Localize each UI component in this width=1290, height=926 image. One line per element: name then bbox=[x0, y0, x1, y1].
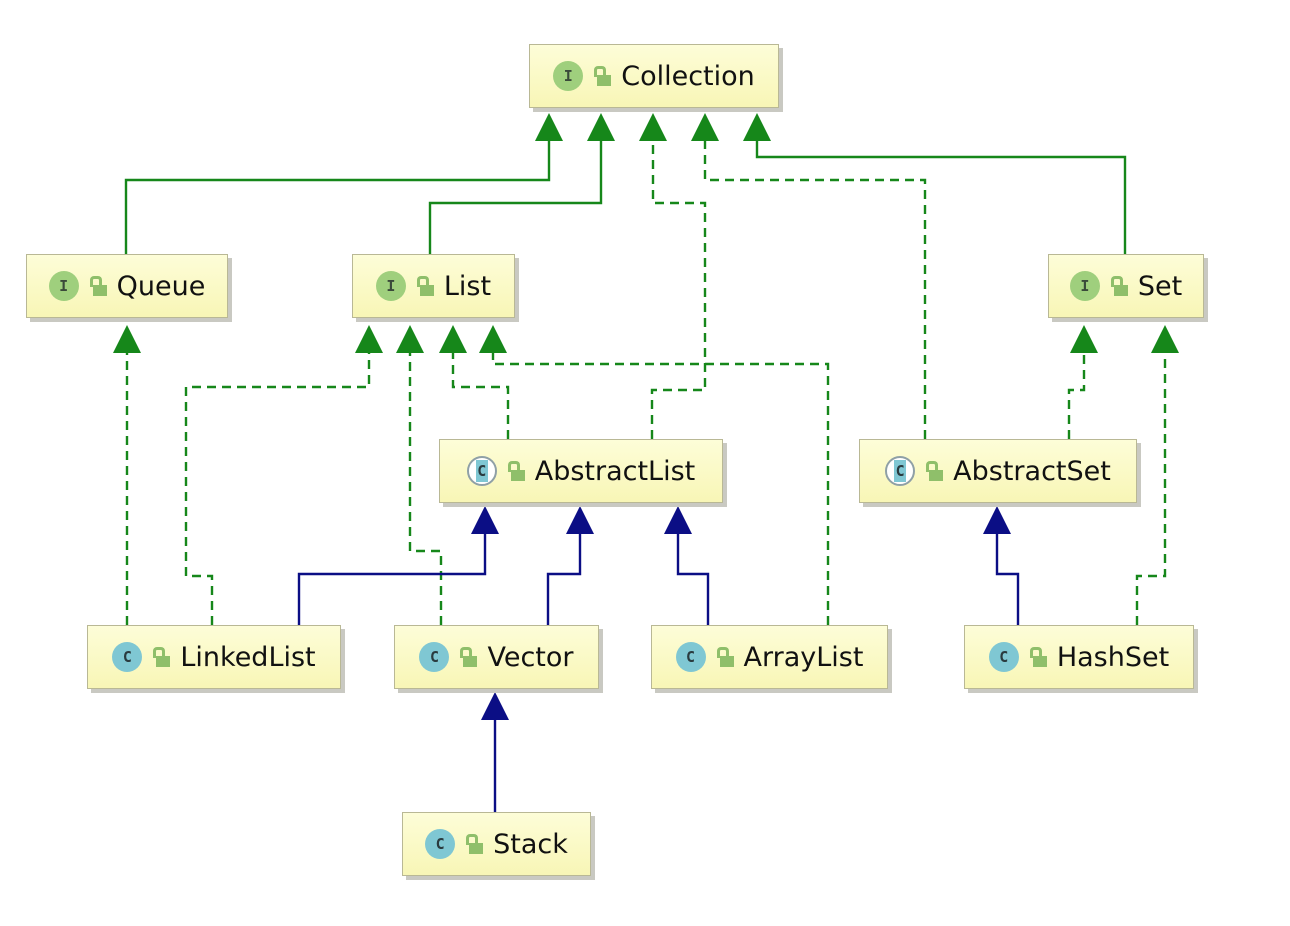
edge-hash-set-to-set bbox=[1135, 351, 1167, 625]
edge-list-to-collection bbox=[428, 139, 603, 254]
arrowhead-abstract-set-to-set bbox=[1070, 325, 1098, 353]
edge-vector-to-list bbox=[408, 351, 443, 625]
edge-queue-to-collection bbox=[124, 139, 551, 254]
edge-array-list-to-list bbox=[491, 351, 830, 625]
unlocked-public-icon bbox=[465, 833, 484, 855]
unlocked-public-icon bbox=[459, 646, 478, 668]
node-abstract-set[interactable]: C AbstractSet bbox=[859, 439, 1137, 503]
arrowhead-set-to-collection bbox=[743, 113, 771, 141]
edge-vector-to-abstract-list bbox=[546, 532, 582, 625]
interface-badge-icon: I bbox=[553, 61, 584, 91]
interface-badge-icon: I bbox=[375, 271, 406, 301]
edge-abstract-set-to-set bbox=[1067, 351, 1086, 439]
arrowhead-linked-list-to-queue bbox=[113, 325, 141, 353]
arrowhead-abstract-list-to-list bbox=[439, 325, 467, 353]
interface-badge-icon: I bbox=[48, 271, 79, 301]
node-label: Queue bbox=[116, 270, 206, 302]
class-badge-icon: C bbox=[419, 642, 450, 672]
unlocked-public-icon bbox=[716, 646, 734, 668]
arrowhead-stack-to-vector bbox=[481, 692, 509, 720]
unlocked-public-icon bbox=[1110, 275, 1128, 297]
arrowhead-linked-list-to-list bbox=[355, 325, 383, 353]
arrowhead-queue-to-collection bbox=[535, 113, 563, 141]
arrowhead-vector-to-list bbox=[396, 325, 424, 353]
node-collection[interactable]: I Collection bbox=[529, 44, 779, 108]
edge-hash-set-to-abstract-set bbox=[995, 532, 1020, 625]
class-badge-icon: C bbox=[988, 642, 1019, 672]
unlocked-public-icon bbox=[1029, 646, 1047, 668]
class-badge-icon: C bbox=[112, 642, 143, 672]
node-label: List bbox=[443, 270, 492, 302]
node-label: ArrayList bbox=[743, 641, 864, 673]
edge-abstract-list-to-list bbox=[451, 351, 510, 439]
abstract-class-badge-icon: C bbox=[466, 456, 497, 486]
node-abstract-list[interactable]: C AbstractList bbox=[439, 439, 723, 503]
edge-array-list-to-abstract-list bbox=[676, 532, 710, 625]
edge-linked-list-to-list bbox=[184, 351, 371, 625]
class-badge-icon: C bbox=[675, 642, 706, 672]
node-array-list[interactable]: C ArrayList bbox=[651, 625, 888, 689]
node-label: AbstractList bbox=[534, 455, 696, 487]
unlocked-public-icon bbox=[416, 275, 434, 297]
node-stack[interactable]: C Stack bbox=[402, 812, 591, 876]
node-label: Stack bbox=[493, 828, 568, 860]
node-label: Collection bbox=[621, 60, 755, 92]
arrowhead-hash-set-to-set bbox=[1151, 325, 1179, 353]
unlocked-public-icon bbox=[507, 460, 525, 482]
edge-linked-list-to-abstract-list bbox=[297, 532, 487, 625]
node-label: Set bbox=[1137, 270, 1183, 302]
unlocked-public-icon bbox=[925, 460, 944, 482]
node-queue[interactable]: I Queue bbox=[26, 254, 228, 318]
arrowhead-linked-list-to-abstract-list bbox=[471, 506, 499, 534]
arrowhead-array-list-to-abstract-list bbox=[664, 506, 692, 534]
node-label: LinkedList bbox=[180, 641, 316, 673]
class-badge-icon: C bbox=[425, 829, 456, 859]
node-list[interactable]: I List bbox=[352, 254, 515, 318]
unlocked-public-icon bbox=[593, 65, 612, 87]
node-label: AbstractSet bbox=[953, 455, 1111, 487]
edge-abstract-set-to-collection bbox=[703, 139, 927, 439]
unlocked-public-icon bbox=[152, 646, 171, 668]
arrowhead-list-to-collection bbox=[587, 113, 615, 141]
arrowhead-hash-set-to-abstract-set bbox=[983, 506, 1011, 534]
edge-abstract-list-to-collection bbox=[650, 139, 707, 439]
node-linked-list[interactable]: C LinkedList bbox=[87, 625, 341, 689]
arrowhead-array-list-to-list bbox=[479, 325, 507, 353]
abstract-class-badge-icon: C bbox=[885, 456, 916, 486]
interface-badge-icon: I bbox=[1069, 271, 1100, 301]
node-set[interactable]: I Set bbox=[1048, 254, 1204, 318]
node-label: Vector bbox=[487, 641, 574, 673]
node-hash-set[interactable]: C HashSet bbox=[964, 625, 1194, 689]
arrowhead-abstract-set-to-collection bbox=[691, 113, 719, 141]
node-label: HashSet bbox=[1056, 641, 1170, 673]
node-vector[interactable]: C Vector bbox=[394, 625, 599, 689]
unlocked-public-icon bbox=[89, 275, 107, 297]
arrowhead-abstract-list-to-collection bbox=[639, 113, 667, 141]
arrowhead-vector-to-abstract-list bbox=[566, 506, 594, 534]
edge-set-to-collection bbox=[755, 139, 1127, 254]
